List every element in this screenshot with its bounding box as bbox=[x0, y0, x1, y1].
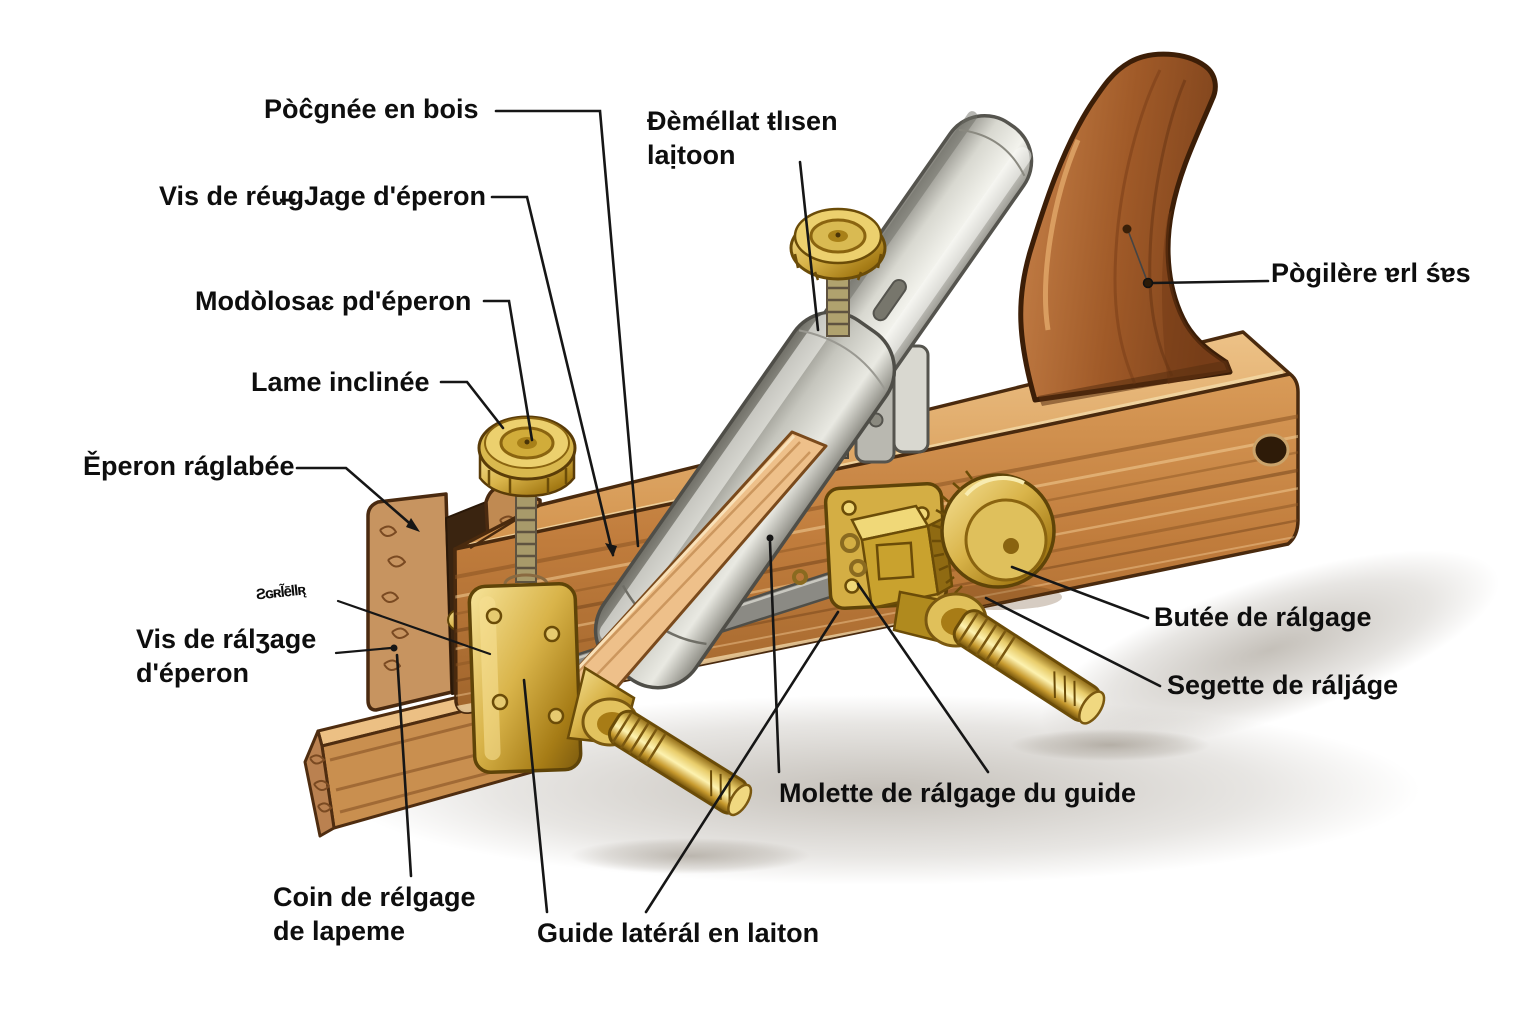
leader-butee bbox=[1010, 565, 1150, 620]
label-vis-reglage-eperon-bas: Vis de rálʒage d'éperon bbox=[136, 622, 316, 690]
label-eperon-reglable: Ěperon ráglabée bbox=[83, 451, 295, 481]
right-adjuster-plate bbox=[823, 482, 954, 644]
leader-guide-1 bbox=[522, 678, 549, 914]
leader-guide-2 bbox=[644, 610, 840, 914]
left-brass-rod bbox=[607, 709, 753, 817]
label-vis-bas-line2: d'éperon bbox=[136, 658, 249, 688]
label-vis-bas-line1: Vis de rálʒage bbox=[136, 624, 317, 654]
leader-molette-1 bbox=[768, 540, 781, 774]
leader-pogilere bbox=[1151, 279, 1270, 285]
handle-pin-hole bbox=[1122, 224, 1132, 234]
ring-details bbox=[792, 533, 867, 585]
label-demellat: Ðèméllat ŧlısen laịtoon bbox=[647, 104, 838, 172]
leader-demellat bbox=[798, 160, 820, 332]
label-butee: Butée de rálgage bbox=[1154, 602, 1372, 632]
leader-modolosae bbox=[482, 299, 534, 442]
leader-eperon-reglable bbox=[295, 466, 417, 530]
label-lame-inclinee: Lame inclinée bbox=[251, 367, 430, 397]
label-guide-lateral: Guide latérál en laiton bbox=[537, 918, 820, 948]
label-pogilere: Pògilère ɐrl śɐs bbox=[1271, 258, 1471, 288]
leader-lines bbox=[295, 109, 1270, 914]
leader-molette-2 bbox=[856, 582, 990, 774]
leader-coin bbox=[395, 653, 413, 878]
label-demellat-line2: laịtoon bbox=[647, 140, 736, 170]
label-vis-reglage-eperon-haut: Vis de réu̶gJage d'éperon bbox=[159, 181, 487, 211]
leader-vis-eperon-haut bbox=[490, 195, 615, 557]
label-coin-de-reglage: Coin de rélgage de lapeme bbox=[273, 880, 476, 948]
label-molette: Molette de rálgage du guide bbox=[779, 778, 1137, 808]
label-modolosae: Modòlosaɛ pd'éperon bbox=[195, 286, 472, 316]
wooden-handle bbox=[1018, 51, 1233, 406]
brass-thumbscrew bbox=[789, 207, 887, 337]
right-brass-rod bbox=[952, 609, 1106, 725]
dowel-hole bbox=[1252, 433, 1290, 467]
leader-lame bbox=[439, 380, 505, 430]
label-demellat-line1: Ðèméllat ŧlısen bbox=[647, 106, 838, 136]
leader-poignee bbox=[494, 109, 640, 548]
left-knurled-knob bbox=[477, 415, 577, 595]
leader-serelli bbox=[336, 599, 492, 656]
label-coin-line1: Coin de rélgage bbox=[273, 882, 476, 912]
leader-segette bbox=[984, 596, 1162, 688]
leader-vis-eperon-bas bbox=[334, 646, 393, 655]
label-segette: Segette de ráljáge bbox=[1167, 670, 1399, 700]
label-poignee-en-bois: Pòĉgnée en bois bbox=[264, 94, 479, 124]
label-coin-line2: de lapeme bbox=[273, 916, 406, 946]
